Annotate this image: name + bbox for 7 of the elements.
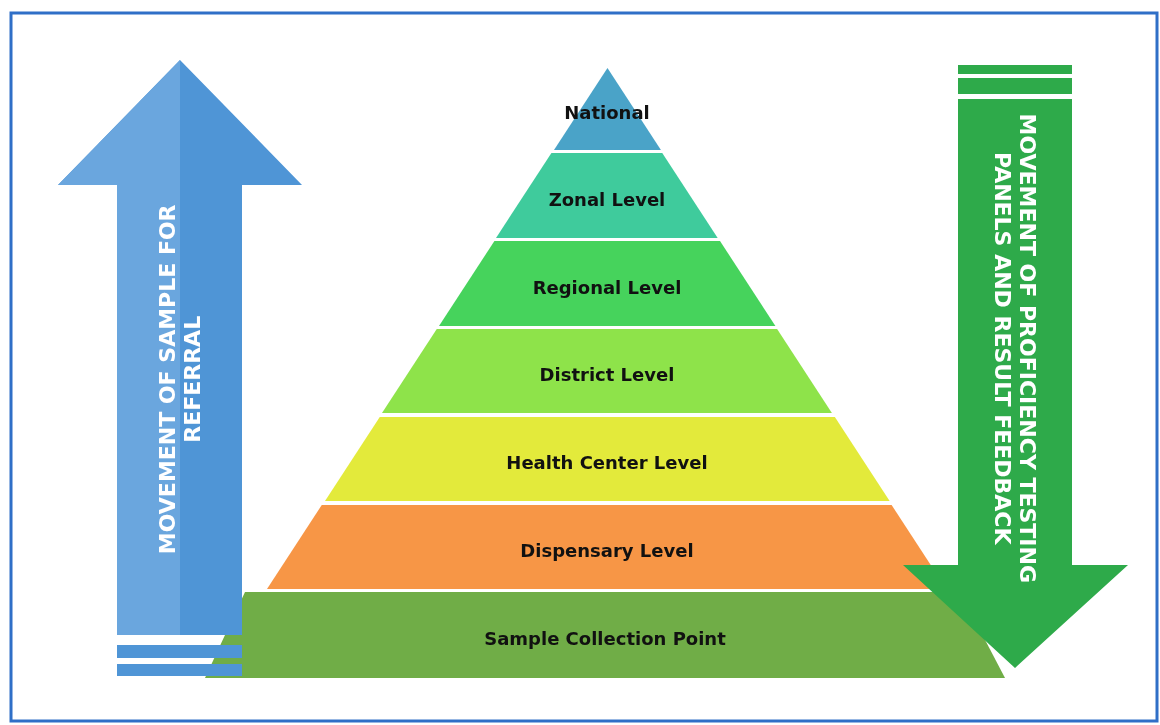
level-label: Zonal Level [548, 188, 666, 209]
level-label: District Level [539, 363, 675, 385]
arrow-label: MOVEMENT OF PROFICIENCY TESTING PANELS AND RESULT FEEDBACK [989, 112, 1041, 586]
level-label: Sample Collection Point [484, 627, 726, 649]
level-label: Regional Level [532, 276, 682, 297]
arrow-label: MOVEMENT OF SAMPLE FOR REFERRAL [154, 203, 206, 557]
level-label: Health Center Level [506, 451, 708, 473]
